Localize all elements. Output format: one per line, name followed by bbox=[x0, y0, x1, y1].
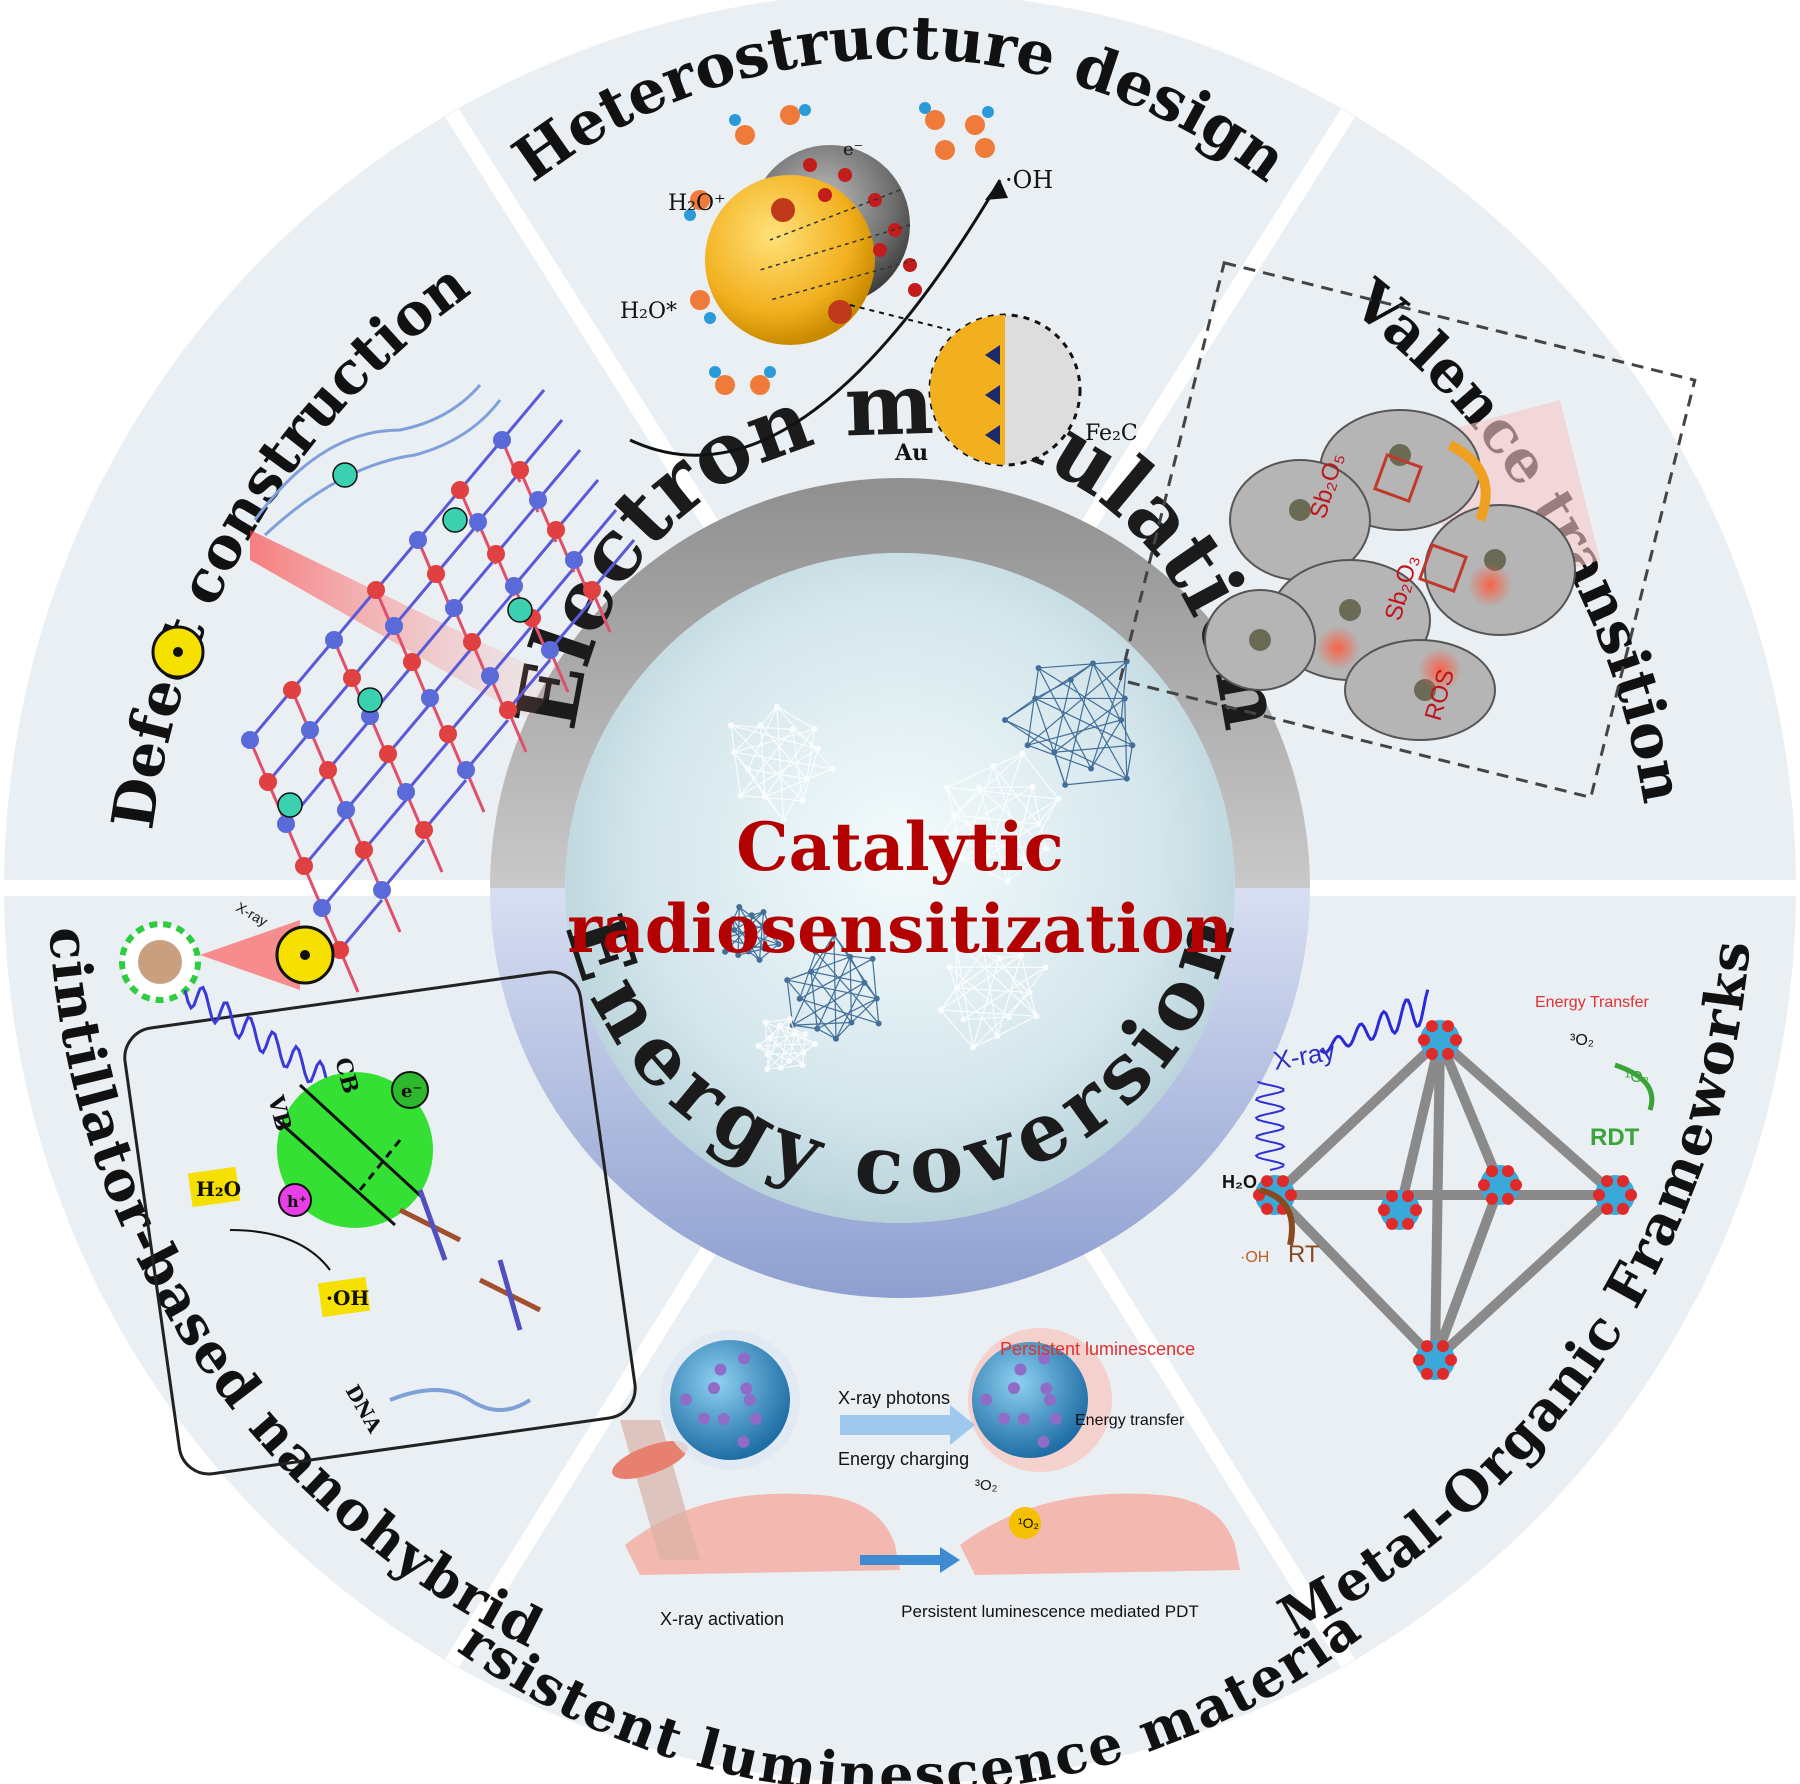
svg-text:¹O₂: ¹O₂ bbox=[1018, 1515, 1039, 1531]
svg-text:e⁻: e⁻ bbox=[401, 1081, 422, 1102]
persistent-illustration: X-ray photons Energy charging Persistent… bbox=[612, 1328, 1240, 1629]
svg-text:H₂O: H₂O bbox=[1222, 1172, 1257, 1192]
svg-text:Fe₂C: Fe₂C bbox=[1085, 421, 1138, 446]
svg-text:·OH: ·OH bbox=[326, 1286, 369, 1310]
network-cluster bbox=[755, 1015, 818, 1073]
svg-text:³O₂: ³O₂ bbox=[975, 1477, 998, 1494]
svg-text:Au: Au bbox=[894, 440, 928, 466]
defect-lattice-illustration bbox=[151, 384, 636, 993]
svg-text:H₂O*: H₂O* bbox=[620, 299, 677, 324]
svg-text:e⁻: e⁻ bbox=[843, 139, 863, 160]
svg-text:Energy charging: Energy charging bbox=[838, 1449, 969, 1469]
svg-text:Persistent luminescence mediat: Persistent luminescence mediated PDT bbox=[901, 1602, 1199, 1621]
heterostructure-illustration: H₂O⁺ H₂O* ·OH e⁻ Au Fe₂C bbox=[620, 102, 1138, 467]
svg-text:RDT: RDT bbox=[1590, 1124, 1640, 1151]
svg-text:·OH: ·OH bbox=[1240, 1249, 1269, 1266]
svg-text:RT: RT bbox=[1288, 1241, 1320, 1268]
center-title-line2: radiosensitization bbox=[567, 890, 1233, 968]
ring-lower-energy-conversion bbox=[490, 888, 1310, 1298]
center-title-line1: Catalytic bbox=[736, 808, 1064, 886]
svg-text:H₂O: H₂O bbox=[196, 1177, 241, 1201]
svg-text:h⁺: h⁺ bbox=[287, 1192, 307, 1211]
scintillator-illustration: X-ray CB VB e⁻ h⁺ H₂O ·OH DNA bbox=[119, 899, 637, 1476]
svg-text:X-ray activation: X-ray activation bbox=[660, 1609, 784, 1629]
svg-text:Energy transfer: Energy transfer bbox=[1075, 1412, 1185, 1429]
svg-text:Energy Transfer: Energy Transfer bbox=[1535, 994, 1650, 1011]
network-clusters bbox=[720, 658, 1136, 1073]
svg-text:X-ray photons: X-ray photons bbox=[838, 1388, 950, 1408]
svg-text:³O₂: ³O₂ bbox=[1570, 1032, 1594, 1049]
network-cluster bbox=[931, 750, 1062, 885]
svg-text:H₂O⁺: H₂O⁺ bbox=[668, 191, 726, 216]
ring-upper-electron-modulation bbox=[490, 478, 1310, 888]
center-disc bbox=[565, 553, 1235, 1223]
network-cluster bbox=[727, 703, 836, 823]
mof-illustration: X-ray Energy Transfer ³O₂ ¹O₂ RDT H₂O ·O… bbox=[1222, 989, 1655, 1380]
svg-text:·OH: ·OH bbox=[1005, 166, 1053, 194]
network-cluster bbox=[784, 932, 882, 1042]
network-cluster bbox=[720, 903, 782, 963]
svg-text:Persistent luminescence: Persistent luminescence bbox=[1000, 1339, 1195, 1359]
network-cluster bbox=[937, 937, 1049, 1051]
